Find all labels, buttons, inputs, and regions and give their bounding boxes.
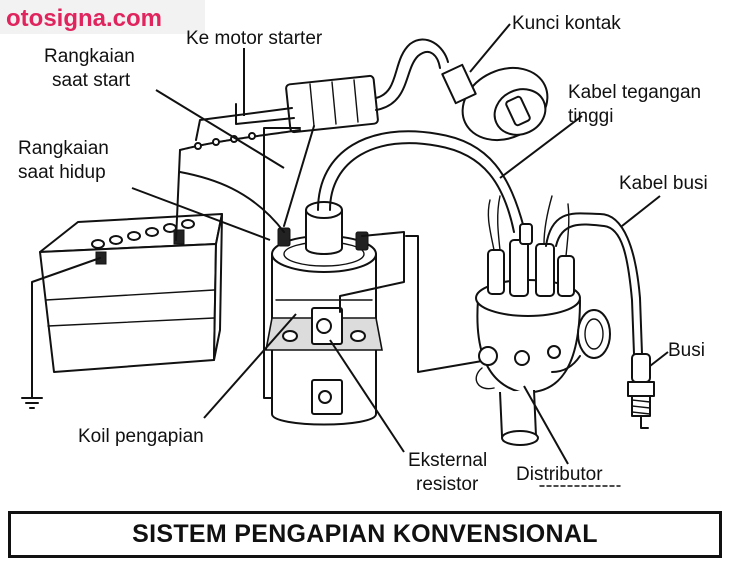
battery bbox=[39, 213, 223, 373]
watermark: otosigna.com bbox=[0, 0, 205, 34]
distributor-cap-towers bbox=[487, 223, 575, 297]
label-kabel-tegangan-line1: Kabel tegangan bbox=[568, 82, 701, 103]
title-banner: SISTEM PENGAPIAN KONVENSIONAL bbox=[8, 511, 722, 558]
leader-lines bbox=[131, 23, 669, 465]
leader-kabel-busi bbox=[621, 195, 661, 227]
coil-wires bbox=[179, 171, 489, 373]
leader-rangkaian-hidup bbox=[131, 187, 271, 241]
leader-distributor bbox=[523, 385, 569, 465]
high-tension-cable-outer bbox=[329, 142, 515, 233]
battery-positive-terminal bbox=[173, 229, 185, 245]
label-kabel-tegangan-line2: tinggi bbox=[568, 106, 613, 127]
label-koil-pengapian: Koil pengapian bbox=[78, 426, 204, 447]
label-distributor: Distributor bbox=[516, 464, 603, 485]
page-title: SISTEM PENGAPIAN KONVENSIONAL bbox=[132, 520, 598, 548]
connector-wires bbox=[175, 103, 319, 399]
label-busi: Busi bbox=[668, 340, 705, 361]
leader-koil bbox=[203, 313, 297, 419]
ground-symbol bbox=[21, 257, 101, 409]
label-motor-starter: Ke motor starter bbox=[186, 28, 323, 49]
coil-terminal-left bbox=[277, 227, 291, 247]
ignition-coil bbox=[265, 201, 383, 426]
ignition-switch bbox=[285, 38, 549, 141]
label-eksternal-line2: resistor bbox=[416, 474, 479, 495]
leader-kabel-tegangan bbox=[499, 115, 583, 179]
label-eksternal-line1: Eksternal bbox=[408, 450, 487, 471]
ignition-system-diagram: otosigna.com bbox=[0, 0, 708, 495]
leader-busi bbox=[649, 351, 669, 367]
label-rangkaian-hidup-line1: Rangkaian bbox=[18, 138, 109, 159]
watermark-text: otosigna.com bbox=[6, 5, 162, 32]
spark-plug-cable bbox=[545, 212, 643, 355]
key-switch-body bbox=[441, 63, 549, 141]
leader-kunci-kontak bbox=[469, 23, 511, 73]
vacuum-advance bbox=[577, 309, 611, 359]
label-kunci-kontak: Kunci kontak bbox=[512, 13, 621, 34]
label-rangkaian-start-line2: saat start bbox=[52, 70, 131, 91]
distributor bbox=[475, 223, 621, 487]
label-kabel-busi: Kabel busi bbox=[619, 173, 708, 194]
high-tension-cable bbox=[317, 130, 525, 229]
spark-plug bbox=[627, 353, 655, 429]
leader-rangkaian-start bbox=[155, 89, 285, 169]
leader-resistor bbox=[329, 339, 405, 453]
label-rangkaian-hidup-line2: saat hidup bbox=[18, 162, 106, 183]
label-rangkaian-start-line1: Rangkaian bbox=[44, 46, 135, 67]
